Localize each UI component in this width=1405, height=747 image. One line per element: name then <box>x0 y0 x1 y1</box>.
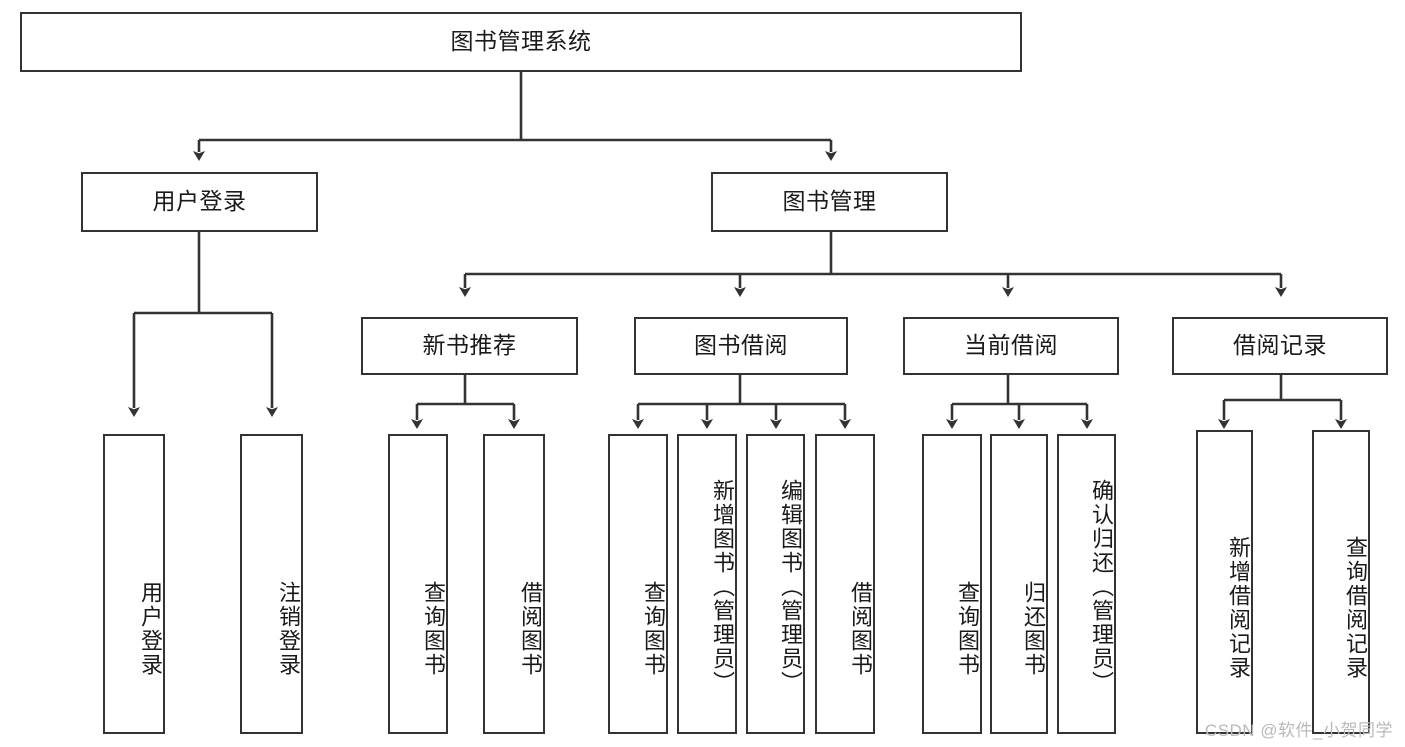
node-root[interactable]: 图书管理系统 <box>20 12 1022 72</box>
node-leaf-user-login-label: 用户登录 <box>138 581 163 677</box>
node-borrow-record-label: 借阅记录 <box>1233 332 1327 359</box>
node-leaf-add-book[interactable]: 新增图书（管理员） <box>677 434 737 734</box>
node-book-manage-label: 图书管理 <box>782 188 877 215</box>
node-new-book-recommend[interactable]: 新书推荐 <box>361 317 578 375</box>
node-leaf-query-book-3[interactable]: 查询图书 <box>922 434 982 734</box>
node-current-borrow-label: 当前借阅 <box>964 332 1058 359</box>
node-leaf-query-book-3-label: 查询图书 <box>955 581 980 677</box>
node-user-login[interactable]: 用户登录 <box>81 172 318 232</box>
node-book-borrow[interactable]: 图书借阅 <box>634 317 848 375</box>
node-leaf-add-record-label: 新增借阅记录 <box>1226 536 1251 680</box>
node-leaf-edit-book[interactable]: 编辑图书（管理员） <box>746 434 805 734</box>
node-borrow-record[interactable]: 借阅记录 <box>1172 317 1388 375</box>
node-leaf-query-record-label: 查询借阅记录 <box>1343 536 1368 680</box>
node-leaf-borrow-book-2[interactable]: 借阅图书 <box>815 434 875 734</box>
node-leaf-return-book[interactable]: 归还图书 <box>990 434 1048 734</box>
node-leaf-user-logout[interactable]: 注销登录 <box>240 434 303 734</box>
node-book-borrow-label: 图书借阅 <box>694 332 788 359</box>
node-leaf-add-record[interactable]: 新增借阅记录 <box>1196 430 1253 734</box>
node-leaf-borrow-book-2-label: 借阅图书 <box>848 581 873 677</box>
node-leaf-borrow-book-1[interactable]: 借阅图书 <box>483 434 545 734</box>
node-leaf-add-book-label: 新增图书（管理员） <box>710 479 735 695</box>
node-leaf-return-book-label: 归还图书 <box>1021 581 1046 677</box>
node-new-book-recommend-label: 新书推荐 <box>422 332 517 359</box>
node-leaf-edit-book-label: 编辑图书（管理员） <box>778 479 803 695</box>
node-root-label: 图书管理系统 <box>450 28 592 55</box>
node-leaf-borrow-book-1-label: 借阅图书 <box>518 581 543 677</box>
node-book-manage[interactable]: 图书管理 <box>711 172 948 232</box>
node-leaf-user-logout-label: 注销登录 <box>276 581 301 677</box>
node-user-login-label: 用户登录 <box>152 188 247 215</box>
node-leaf-query-book-1[interactable]: 查询图书 <box>388 434 448 734</box>
node-leaf-confirm-return-label: 确认归还（管理员） <box>1089 479 1114 695</box>
node-leaf-query-record[interactable]: 查询借阅记录 <box>1312 430 1370 734</box>
node-leaf-query-book-1-label: 查询图书 <box>421 581 446 677</box>
node-current-borrow[interactable]: 当前借阅 <box>903 317 1119 375</box>
node-leaf-user-login[interactable]: 用户登录 <box>103 434 165 734</box>
node-leaf-confirm-return[interactable]: 确认归还（管理员） <box>1057 434 1116 734</box>
node-leaf-query-book-2[interactable]: 查询图书 <box>608 434 668 734</box>
node-leaf-query-book-2-label: 查询图书 <box>641 581 666 677</box>
